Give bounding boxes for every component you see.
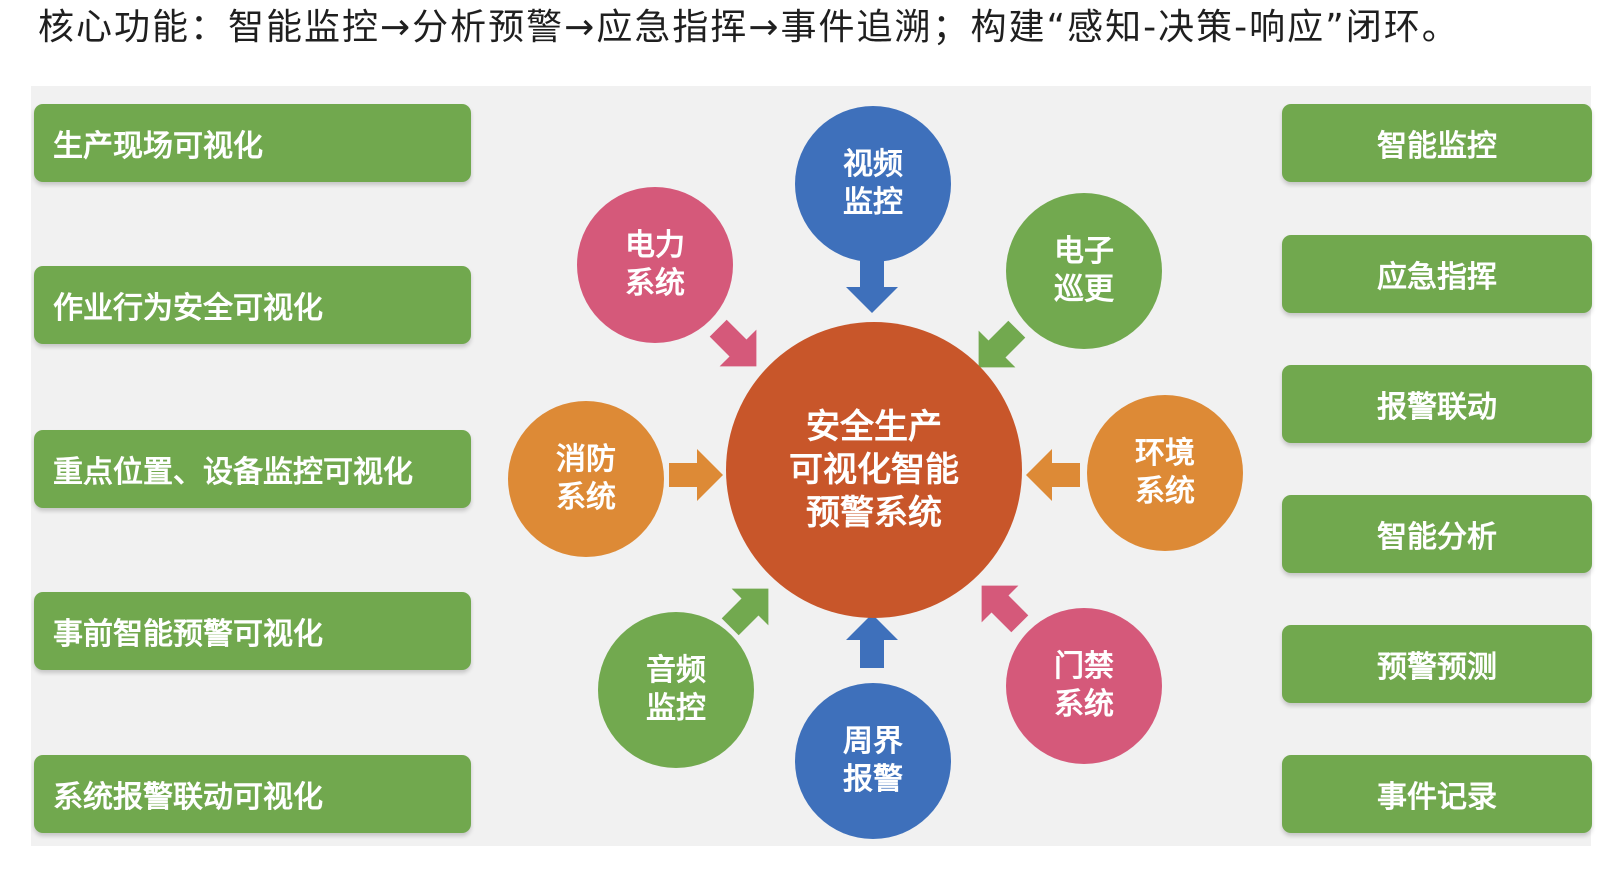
node-line: 报警 <box>843 762 903 797</box>
node-access-control: 门禁系统 <box>1006 608 1162 764</box>
right-box-alarm-linkage: 报警联动 <box>1282 365 1592 443</box>
arrow-right-icon <box>669 449 723 501</box>
right-box-label: 事件记录 <box>1377 780 1497 815</box>
right-box-label: 智能监控 <box>1377 129 1497 164</box>
left-box-label: 作业行为安全可视化 <box>53 291 323 326</box>
left-box-label: 事前智能预警可视化 <box>53 617 323 652</box>
center-line: 安全生产 <box>806 406 942 447</box>
node-video-monitoring: 视频监控 <box>795 106 951 262</box>
node-audio-monitoring: 音频监控 <box>598 612 754 768</box>
node-line: 巡更 <box>1054 272 1114 307</box>
node-power-system: 电力系统 <box>577 187 733 343</box>
node-line: 电力 <box>625 228 685 263</box>
node-electronic-patrol: 电子巡更 <box>1006 193 1162 349</box>
left-box-pre-warning: 事前智能预警可视化 <box>34 592 471 670</box>
center-line: 预警系统 <box>806 492 942 533</box>
left-box-key-equipment: 重点位置、设备监控可视化 <box>34 430 471 508</box>
node-line: 监控 <box>843 185 903 220</box>
node-line: 系统 <box>1135 474 1195 509</box>
node-line: 系统 <box>625 266 685 301</box>
node-environment-system: 环境系统 <box>1087 395 1243 551</box>
right-box-label: 应急指挥 <box>1377 260 1497 295</box>
right-box-label: 报警联动 <box>1377 390 1497 425</box>
node-line: 音频 <box>646 653 706 688</box>
node-line: 监控 <box>646 691 706 726</box>
node-line: 视频 <box>843 147 903 182</box>
arrow-down-icon <box>846 259 898 313</box>
right-box-event-record: 事件记录 <box>1282 755 1592 833</box>
right-box-label: 预警预测 <box>1377 650 1497 685</box>
right-box-emergency-command: 应急指挥 <box>1282 235 1592 313</box>
page-heading: 核心功能：智能监控→分析预警→应急指挥→事件追溯；构建“感知-决策-响应”闭环。 <box>38 7 1460 48</box>
left-box-production-site: 生产现场可视化 <box>34 104 471 182</box>
left-box-work-behavior: 作业行为安全可视化 <box>34 266 471 344</box>
node-perimeter-alarm: 周界报警 <box>795 683 951 839</box>
right-box-label: 智能分析 <box>1377 520 1497 555</box>
node-line: 电子 <box>1054 234 1114 269</box>
left-box-label: 系统报警联动可视化 <box>53 780 323 815</box>
left-box-alarm-linkage: 系统报警联动可视化 <box>34 755 471 833</box>
right-box-warning-prediction: 预警预测 <box>1282 625 1592 703</box>
right-box-smart-analysis: 智能分析 <box>1282 495 1592 573</box>
arrow-left-icon <box>1026 449 1080 501</box>
left-box-label: 生产现场可视化 <box>53 129 263 164</box>
node-line: 环境 <box>1135 436 1195 471</box>
center-circle: 安全生产 可视化智能 预警系统 <box>726 322 1022 618</box>
left-box-label: 重点位置、设备监控可视化 <box>53 455 413 490</box>
node-line: 门禁 <box>1054 649 1114 684</box>
node-fire-system: 消防系统 <box>508 401 664 557</box>
node-line: 周界 <box>843 724 903 759</box>
center-line: 可视化智能 <box>789 449 959 490</box>
arrow-up-icon <box>846 614 898 668</box>
node-line: 系统 <box>556 480 616 515</box>
node-line: 系统 <box>1054 687 1114 722</box>
right-box-smart-monitoring: 智能监控 <box>1282 104 1592 182</box>
node-line: 消防 <box>556 442 616 477</box>
